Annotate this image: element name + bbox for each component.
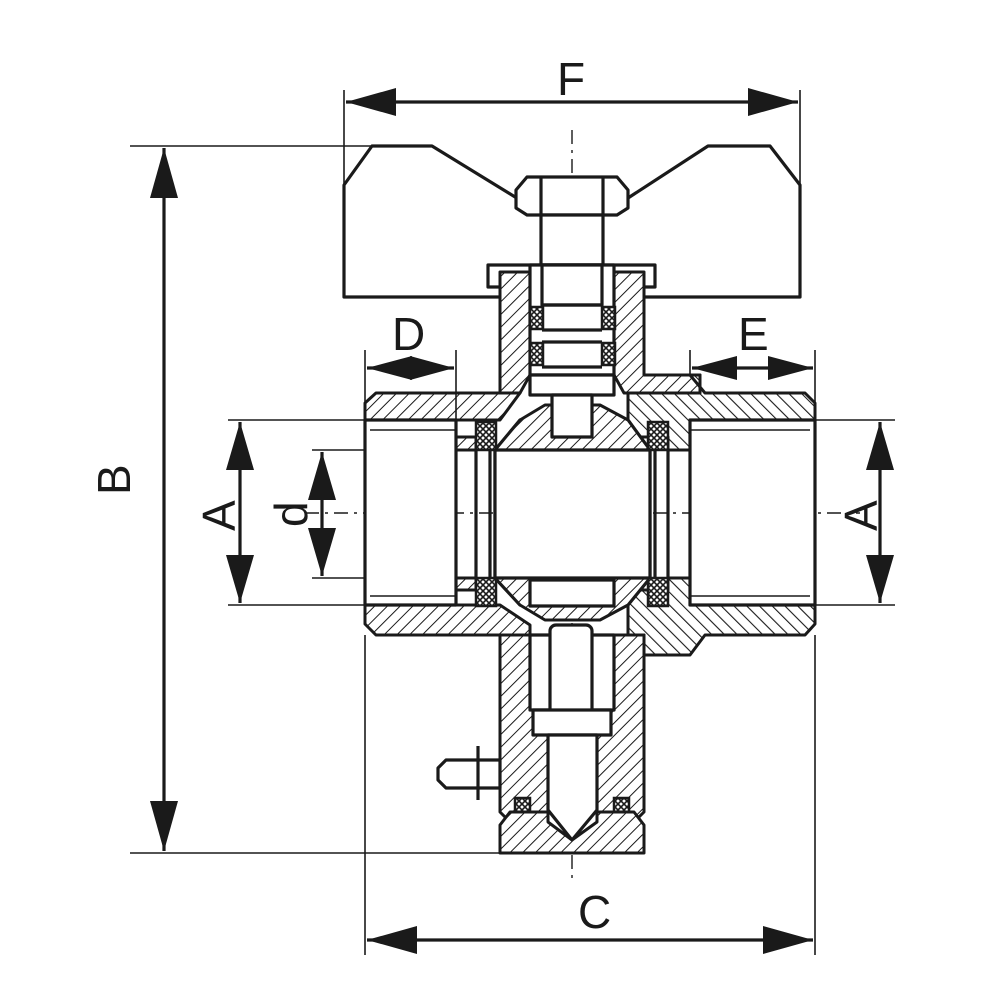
drain-sleeve [531, 708, 613, 737]
housing-left [498, 270, 532, 395]
label-a-right: A [835, 500, 887, 531]
dimension-e: E [689, 308, 816, 403]
label-c: C [578, 886, 611, 938]
dimension-a-right: A [815, 419, 895, 606]
body-left-bottom [363, 576, 532, 657]
valve-body [363, 373, 817, 657]
stem-nut [514, 175, 630, 267]
dimension-f: F [343, 53, 801, 185]
label-d-bore: d [265, 501, 317, 527]
stem-oring-1 [528, 305, 545, 331]
stem-tang [550, 393, 594, 439]
stem-housing [486, 263, 702, 397]
stem-upper [539, 213, 605, 267]
label-d: D [392, 308, 425, 360]
label-a-left: A [193, 500, 245, 531]
left-port [363, 418, 458, 607]
stem-oring-2 [600, 305, 617, 331]
drain-oring-right [612, 796, 631, 814]
stem-oring-4 [600, 341, 617, 367]
seat-left-top [474, 420, 498, 452]
drain-pin [548, 623, 594, 717]
label-e: E [738, 308, 769, 360]
label-b: B [88, 464, 140, 495]
hose-nipple [436, 758, 502, 790]
drain-assembly [436, 623, 646, 855]
dimension-c: C [364, 635, 816, 955]
dimension-d-small: d [265, 449, 365, 579]
dimension-a-left: A [193, 419, 365, 606]
seat-left-bottom [474, 576, 498, 608]
drain-cap [498, 810, 646, 855]
dimension-b: B [88, 145, 500, 854]
dimension-d: D [364, 308, 457, 420]
drain-plug [546, 733, 599, 842]
label-f: F [557, 53, 585, 105]
seat-right-top [646, 420, 670, 452]
ball-bottom-slot [528, 578, 616, 608]
stem-oring-3 [528, 341, 545, 367]
hex-nut [514, 175, 630, 217]
seat-right-bottom [646, 576, 670, 608]
drain-oring-left [513, 796, 532, 814]
right-port [688, 418, 817, 607]
